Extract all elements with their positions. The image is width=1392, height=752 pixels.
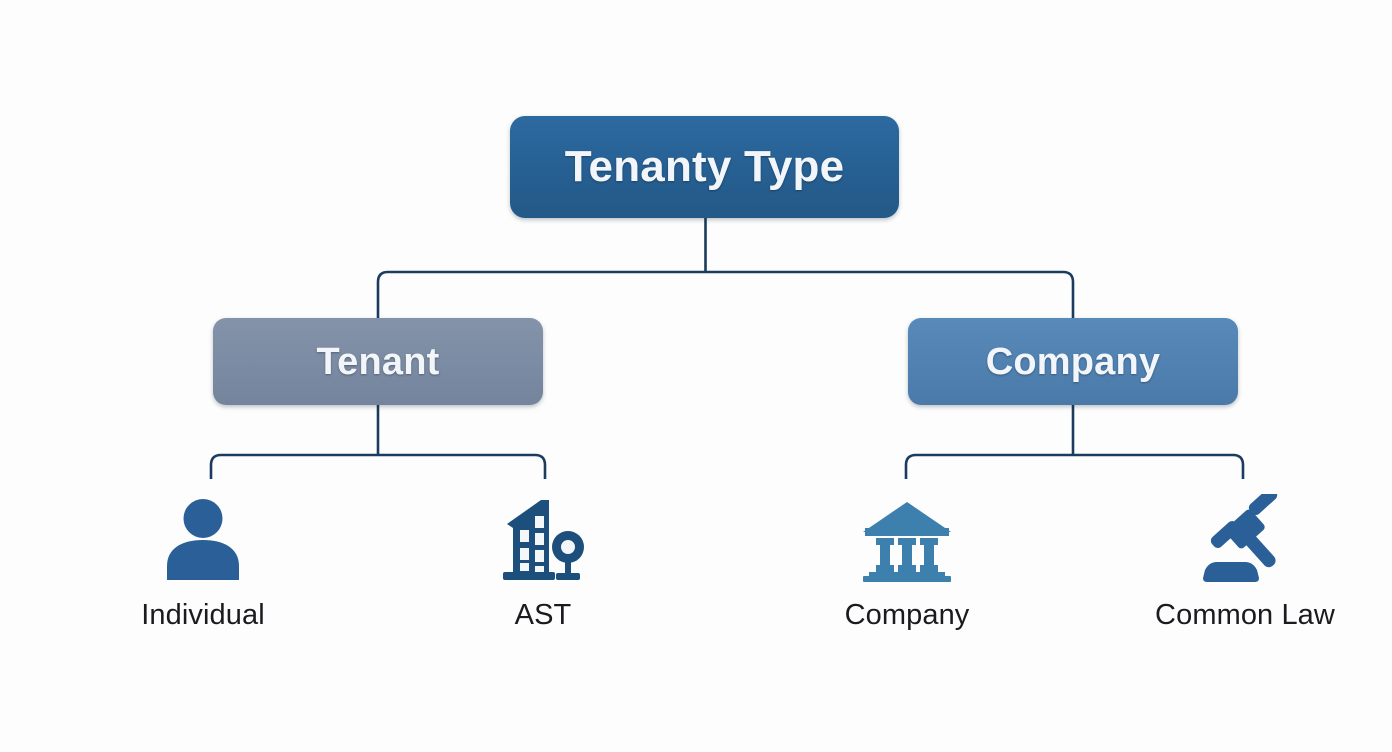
leaf-common-law-label: Common Law xyxy=(1155,599,1335,631)
node-tenant[interactable]: Tenant xyxy=(213,318,543,405)
connector-tenant-to-leaves xyxy=(209,453,547,479)
leaf-company[interactable]: Company xyxy=(792,490,1022,630)
leaf-company-label: Company xyxy=(844,599,970,631)
node-company[interactable]: Company xyxy=(908,318,1238,405)
leaf-individual-label: Individual xyxy=(141,599,265,631)
bank-columns-icon xyxy=(859,490,955,586)
building-tree-icon xyxy=(495,490,591,586)
node-company-label: Company xyxy=(985,340,1161,383)
person-icon xyxy=(157,490,249,586)
connector-company-to-leaves xyxy=(904,453,1245,479)
gavel-icon xyxy=(1195,490,1295,586)
leaf-ast[interactable]: AST xyxy=(428,490,658,630)
connector-root-to-branches xyxy=(376,270,1075,318)
leaf-common-law[interactable]: Common Law xyxy=(1130,490,1360,630)
node-tenanty-type[interactable]: Tenanty Type xyxy=(510,116,899,218)
leaf-individual[interactable]: Individual xyxy=(88,490,318,630)
node-tenanty-type-label: Tenanty Type xyxy=(564,142,845,191)
leaf-ast-label: AST xyxy=(514,599,572,631)
node-tenant-label: Tenant xyxy=(316,340,440,383)
